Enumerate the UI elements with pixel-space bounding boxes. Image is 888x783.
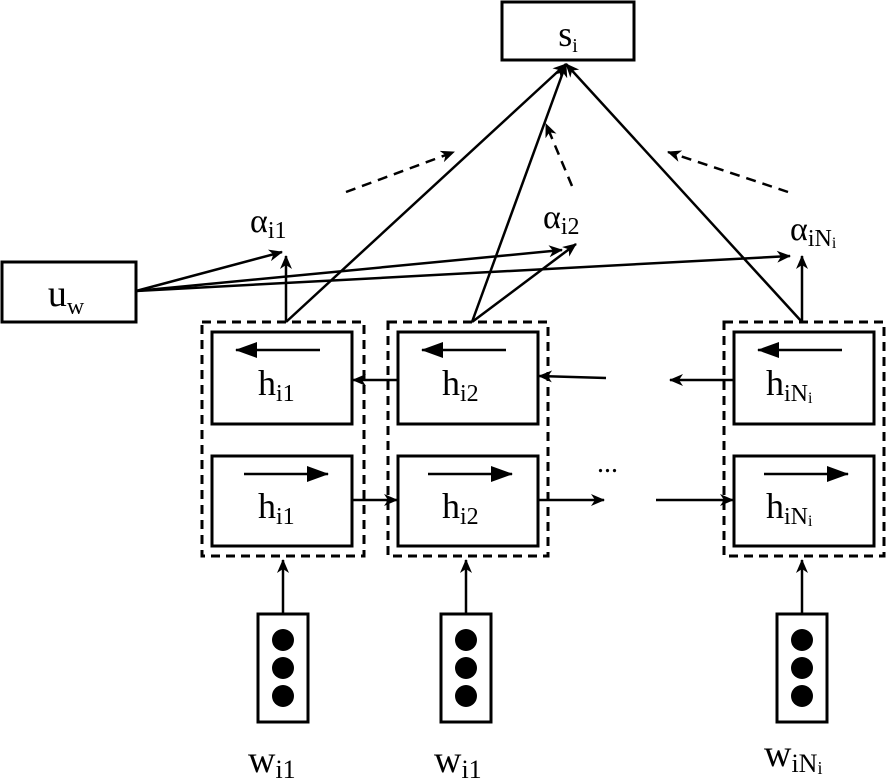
sentence-vector-node: si (500, 0, 636, 62)
weight-flow-arrow-1 (345, 150, 455, 194)
backward-hidden-1: hi1 (210, 330, 354, 426)
svg-text:hi2: hi2 (442, 486, 479, 530)
context-to-weight-1 (135, 249, 283, 293)
annotation-to-sentence-n (565, 63, 803, 323)
weight-flow-arrow-2 (544, 123, 574, 187)
backward-hidden-n: hiNi (732, 330, 876, 426)
annotation-to-sentence-2 (470, 63, 568, 323)
forward-hidden-2: hi2 (396, 454, 540, 548)
forward-hidden-1: hi1 (210, 454, 354, 548)
attention-weight-2: αi2 (543, 199, 580, 240)
annotation-to-weight-2 (471, 243, 577, 323)
context-vector-node: uw (0, 260, 138, 324)
word-annotation-group-2 (386, 320, 550, 558)
attention-weight-1: αi1 (250, 203, 287, 244)
context-vector-sub: w (67, 294, 85, 320)
context-to-weight-2 (135, 245, 563, 293)
word-label-1: wi1 (248, 739, 296, 783)
word-label-n: wiNi (764, 733, 822, 778)
svg-text:hiNi: hiNi (766, 363, 813, 407)
annotation-to-sentence-1 (285, 63, 567, 323)
word-embedding-1 (256, 612, 310, 724)
forward-hidden-n: hiNi (732, 454, 876, 548)
word-label-2: wi1 (434, 739, 482, 783)
svg-text:hi2: hi2 (442, 363, 479, 407)
backward-hidden-2: hi2 (396, 330, 540, 426)
context-to-weight-n (135, 250, 791, 293)
svg-text:si: si (558, 14, 578, 57)
sentence-vector-sub: i (572, 35, 578, 57)
svg-text:hi1: hi1 (258, 363, 295, 407)
word-embedding-2 (439, 612, 493, 724)
svg-text:uw: uw (48, 273, 85, 320)
attention-weight-n: αiNi (790, 211, 837, 252)
backward-recurrence-arrow-2 (538, 370, 607, 383)
svg-text:hiNi: hiNi (766, 486, 813, 530)
weight-flow-arrow-n (667, 150, 789, 194)
word-annotation-group-n (722, 320, 886, 558)
sequence-ellipsis: ... (597, 448, 618, 479)
word-annotation-group-1 (200, 320, 366, 558)
word-embedding-n (775, 612, 829, 724)
sentence-vector-label: s (558, 14, 572, 54)
context-vector-label: u (48, 273, 67, 315)
svg-text:hi1: hi1 (258, 486, 295, 530)
